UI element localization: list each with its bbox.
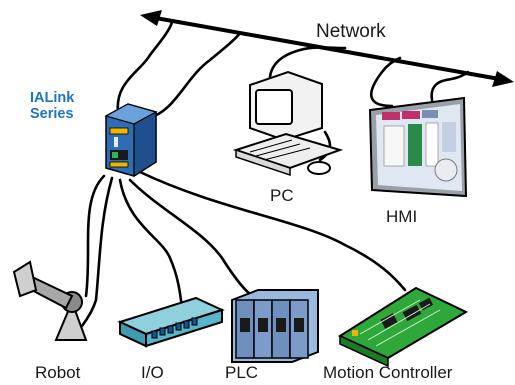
cables: [80, 20, 470, 328]
ialink-label-line2: Series: [30, 106, 74, 122]
robot-label: Robot: [35, 363, 81, 382]
ialink-label-line1: IALink: [30, 90, 75, 106]
ialink-gateway-icon: [104, 103, 158, 178]
hmi-panel-icon: [368, 96, 468, 198]
motion-controller-board-icon: [337, 286, 469, 368]
robot-arm-icon: [12, 260, 88, 341]
io-label: I/O: [141, 363, 164, 382]
ialink-series-label: IALink Series: [30, 90, 74, 122]
io-module-icon: [117, 296, 225, 348]
plc-label: PLC: [225, 363, 259, 382]
motion-controller-label: Motion Controller: [323, 363, 453, 382]
hmi-label: HMI: [386, 207, 418, 226]
plc-rack-icon: [231, 289, 319, 363]
network-label: Network: [316, 21, 386, 42]
pc-label: PC: [270, 186, 294, 205]
pc-icon: [232, 70, 344, 177]
